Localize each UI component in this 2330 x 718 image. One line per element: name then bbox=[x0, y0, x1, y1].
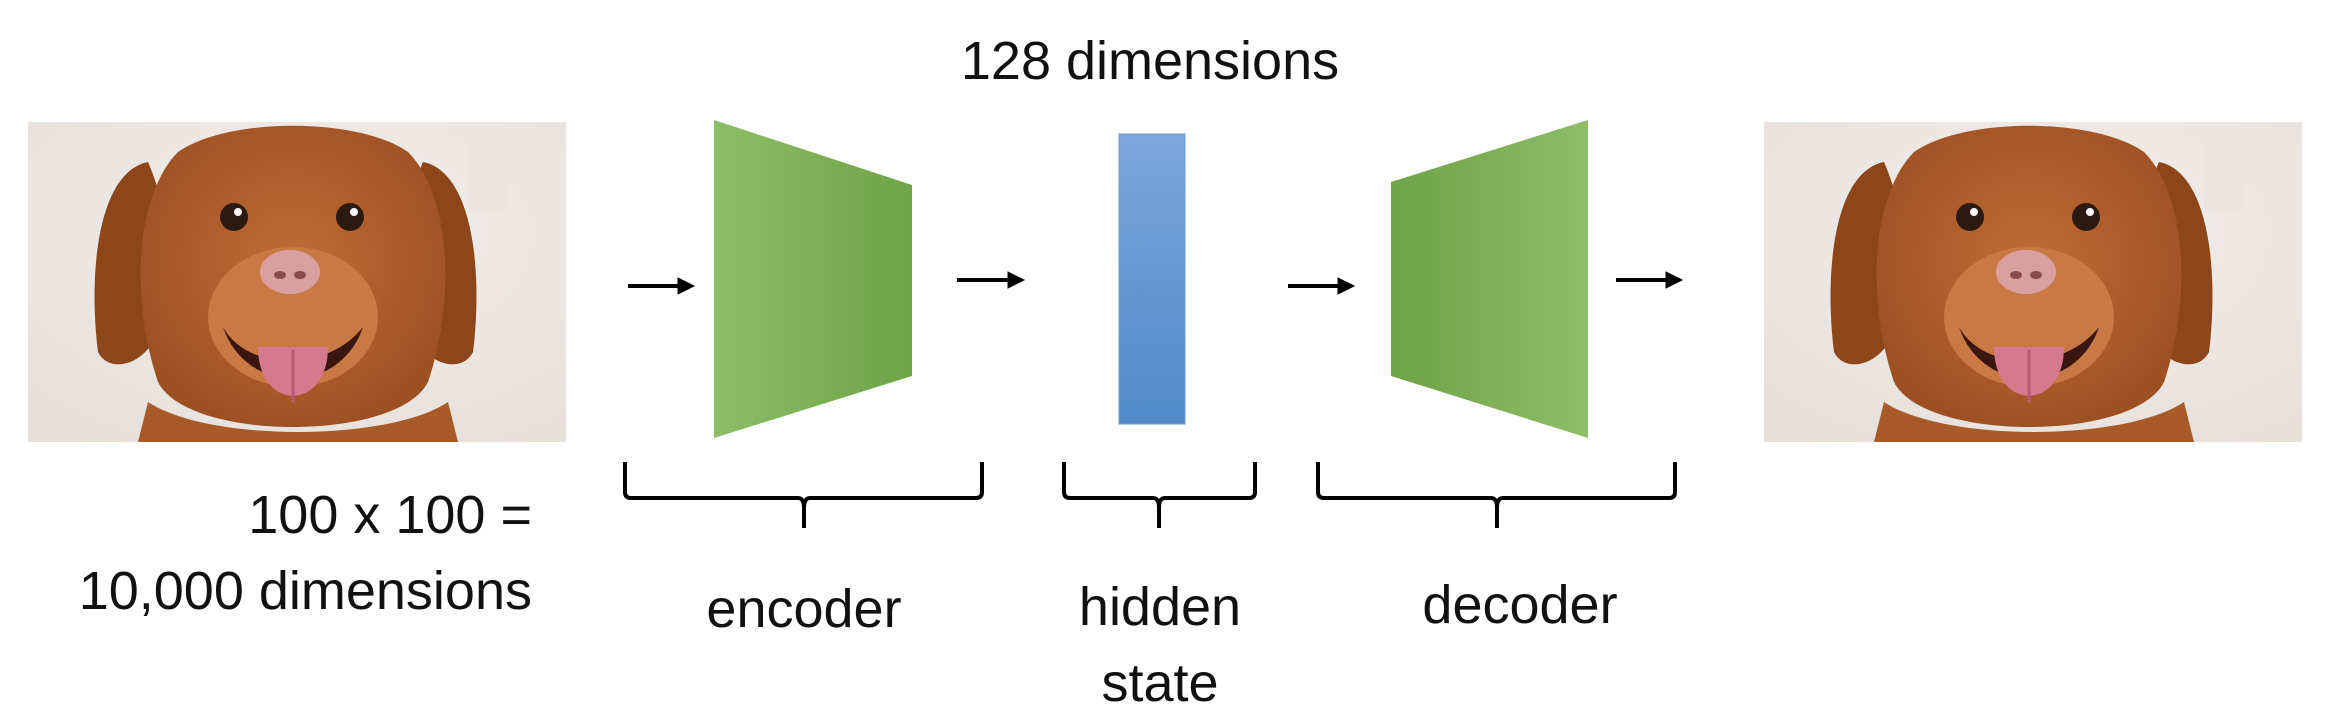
hidden-state-bar bbox=[1118, 133, 1186, 425]
arrow-input-to-encoder bbox=[628, 277, 696, 295]
hidden-state-label-line1: hidden bbox=[1078, 577, 1242, 637]
output-dog-image bbox=[1764, 122, 2302, 442]
hidden-brace bbox=[1062, 462, 1257, 528]
arrow-decoder-to-output bbox=[1616, 271, 1684, 289]
encoder-brace bbox=[623, 462, 984, 528]
hidden-dimensions-label: 128 dimensions bbox=[960, 31, 1340, 91]
arrow-encoder-to-hidden bbox=[957, 271, 1026, 289]
arrow-hidden-to-decoder bbox=[1288, 277, 1356, 295]
hidden-state-label-line2: state bbox=[1101, 653, 1219, 713]
decoder-brace bbox=[1316, 462, 1677, 528]
encoder-label: encoder bbox=[706, 579, 902, 639]
decoder-label: decoder bbox=[1422, 575, 1618, 635]
input-dimensions-line2: 10,000 dimensions bbox=[78, 561, 532, 621]
input-dog-image bbox=[28, 122, 566, 442]
encoder-shape bbox=[714, 120, 912, 438]
decoder-shape bbox=[1391, 120, 1588, 438]
input-dimensions-line1: 100 x 100 = bbox=[248, 485, 532, 545]
